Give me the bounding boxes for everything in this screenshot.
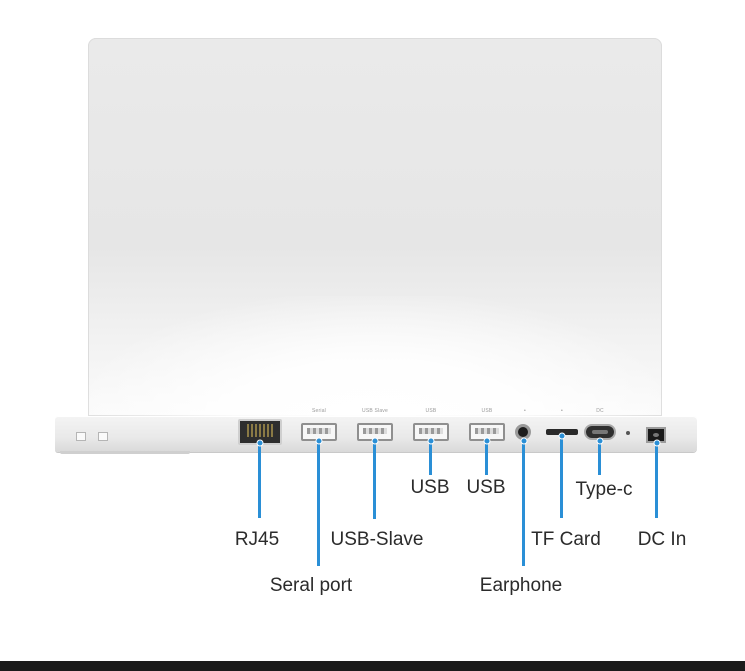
callout-line-tf-card <box>560 436 563 518</box>
vent-icon <box>98 432 108 441</box>
callout-dot-earphone <box>520 437 527 445</box>
callout-dot-usb-slave <box>371 437 378 445</box>
port-tag-tf: • <box>561 408 563 414</box>
tf-card-slot-icon <box>546 429 578 435</box>
port-tag-serial: Serial <box>312 408 326 414</box>
bottom-border <box>0 661 745 671</box>
vent-icon <box>76 432 86 441</box>
callout-dot-rj45 <box>256 439 263 447</box>
device-foot <box>60 451 190 454</box>
callout-dot-serial-port <box>315 437 322 445</box>
rj45-port-icon <box>238 419 282 445</box>
port-tag-usb: USB <box>481 408 493 414</box>
callout-line-usb-slave <box>373 441 376 519</box>
callout-line-earphone <box>522 441 525 566</box>
label-rj45: RJ45 <box>234 529 280 550</box>
label-earphone: Earphone <box>479 575 563 596</box>
callout-line-type-c <box>598 441 601 475</box>
callout-dot-usb-a <box>427 437 434 445</box>
callout-line-serial-port <box>317 441 320 566</box>
indicator-led-icon <box>626 431 630 435</box>
label-type-c: Type-c <box>575 479 633 500</box>
callout-dot-tf-card <box>558 432 565 440</box>
port-tag-typec: DC <box>596 408 604 414</box>
label-usb-a: USB <box>410 477 450 498</box>
port-tag-usb-slave: USB Slave <box>362 408 388 414</box>
callout-dot-usb-b <box>483 437 490 445</box>
label-usb-b: USB <box>466 477 506 498</box>
callout-line-dc-in <box>655 443 658 518</box>
callout-dot-dc-in <box>653 439 660 447</box>
label-dc-in: DC In <box>637 529 687 550</box>
label-usb-slave: USB-Slave <box>330 529 424 550</box>
port-tag-usb: USB <box>425 408 437 414</box>
callout-line-usb-a <box>429 441 432 475</box>
callout-line-usb-b <box>485 441 488 475</box>
screen-glow <box>88 296 662 416</box>
label-tf-card: TF Card <box>531 529 601 550</box>
port-tag-earphone: • <box>524 408 526 414</box>
callout-dot-type-c <box>596 437 603 445</box>
label-serial-port: Seral port <box>269 575 353 596</box>
callout-line-rj45 <box>258 443 261 518</box>
device-screen <box>88 38 662 416</box>
